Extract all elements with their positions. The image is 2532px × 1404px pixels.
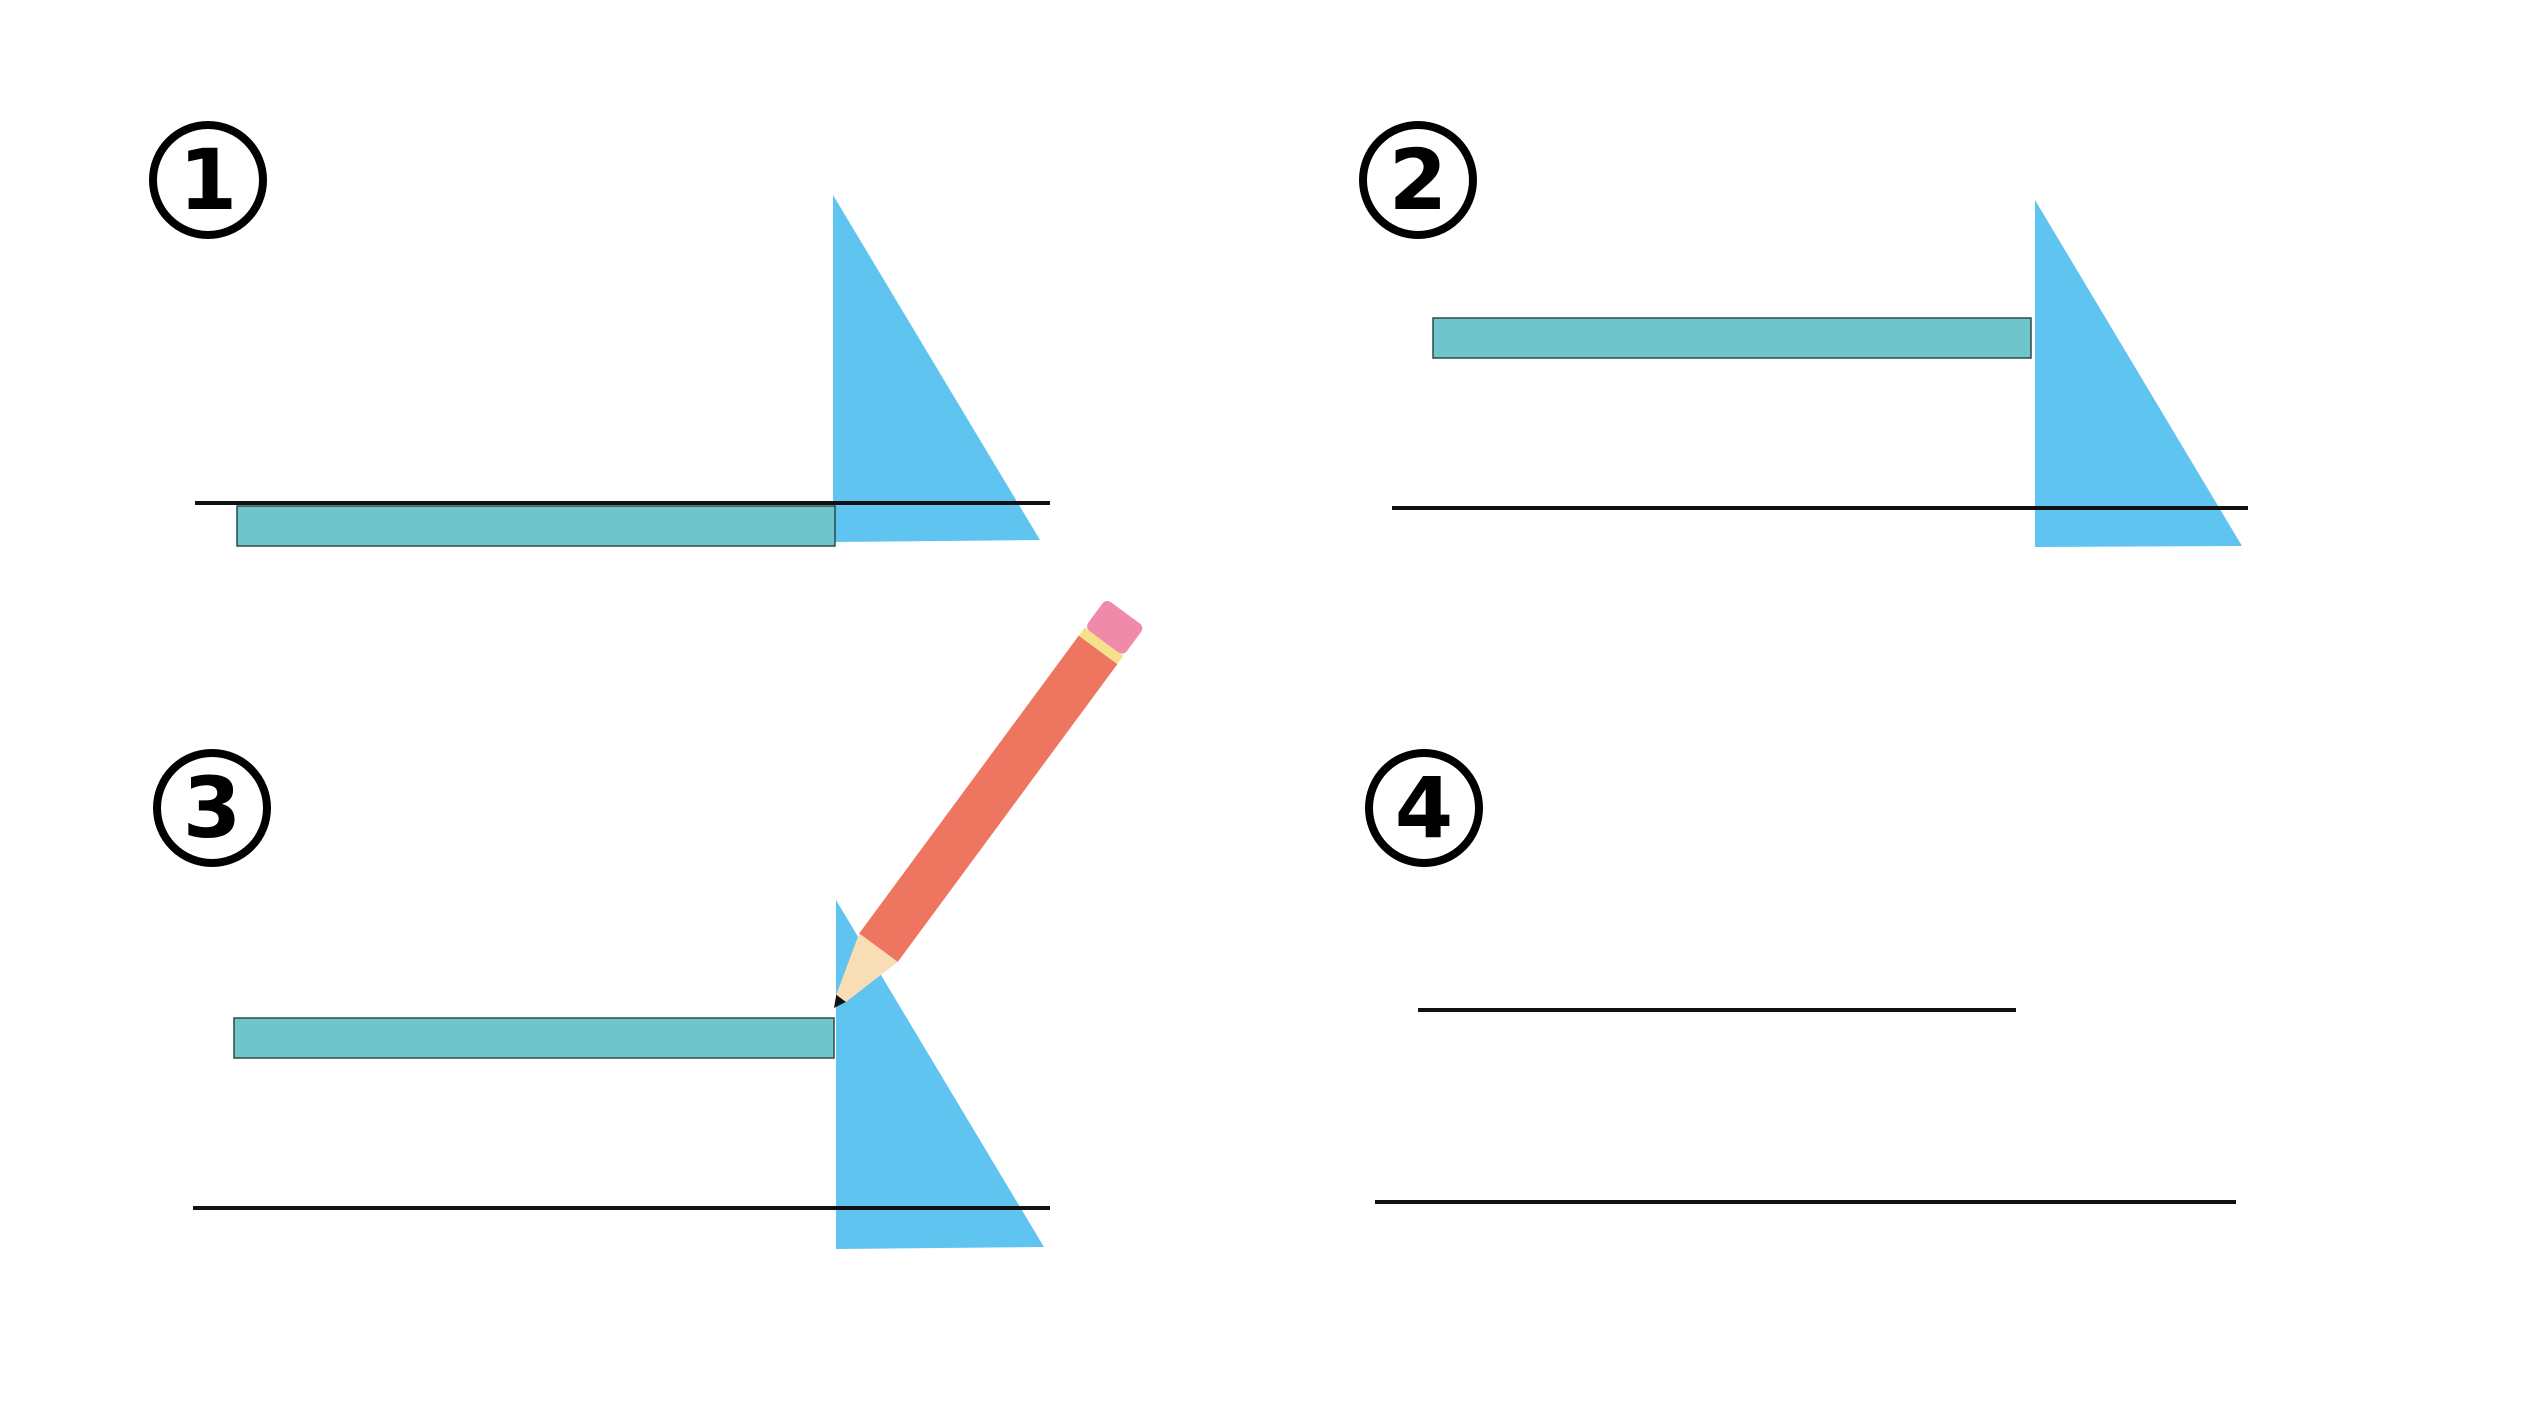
- step-2-panel: 2: [1359, 121, 2248, 547]
- ruler-icon: [233, 1017, 835, 1059]
- svg-text:4: 4: [1395, 759, 1453, 857]
- pencil-icon: [834, 600, 1143, 1008]
- set-square-icon: [833, 195, 1040, 542]
- step-1-badge: 1: [149, 121, 267, 239]
- step-3-badge: 3: [153, 749, 271, 867]
- step-1-panel: 1: [149, 121, 1050, 547]
- ruler-icon: [1432, 317, 2032, 359]
- svg-text:3: 3: [183, 759, 241, 857]
- set-square-icon: [2035, 200, 2242, 547]
- svg-text:1: 1: [179, 131, 237, 229]
- ruler-icon: [236, 505, 836, 547]
- step-4-panel: 4: [1365, 749, 2236, 1204]
- step-2-badge: 2: [1359, 121, 1477, 239]
- set-square-icon: [836, 900, 1044, 1249]
- svg-text:2: 2: [1389, 131, 1447, 229]
- step-3-panel: 3: [153, 600, 1143, 1249]
- step-4-badge: 4: [1365, 749, 1483, 867]
